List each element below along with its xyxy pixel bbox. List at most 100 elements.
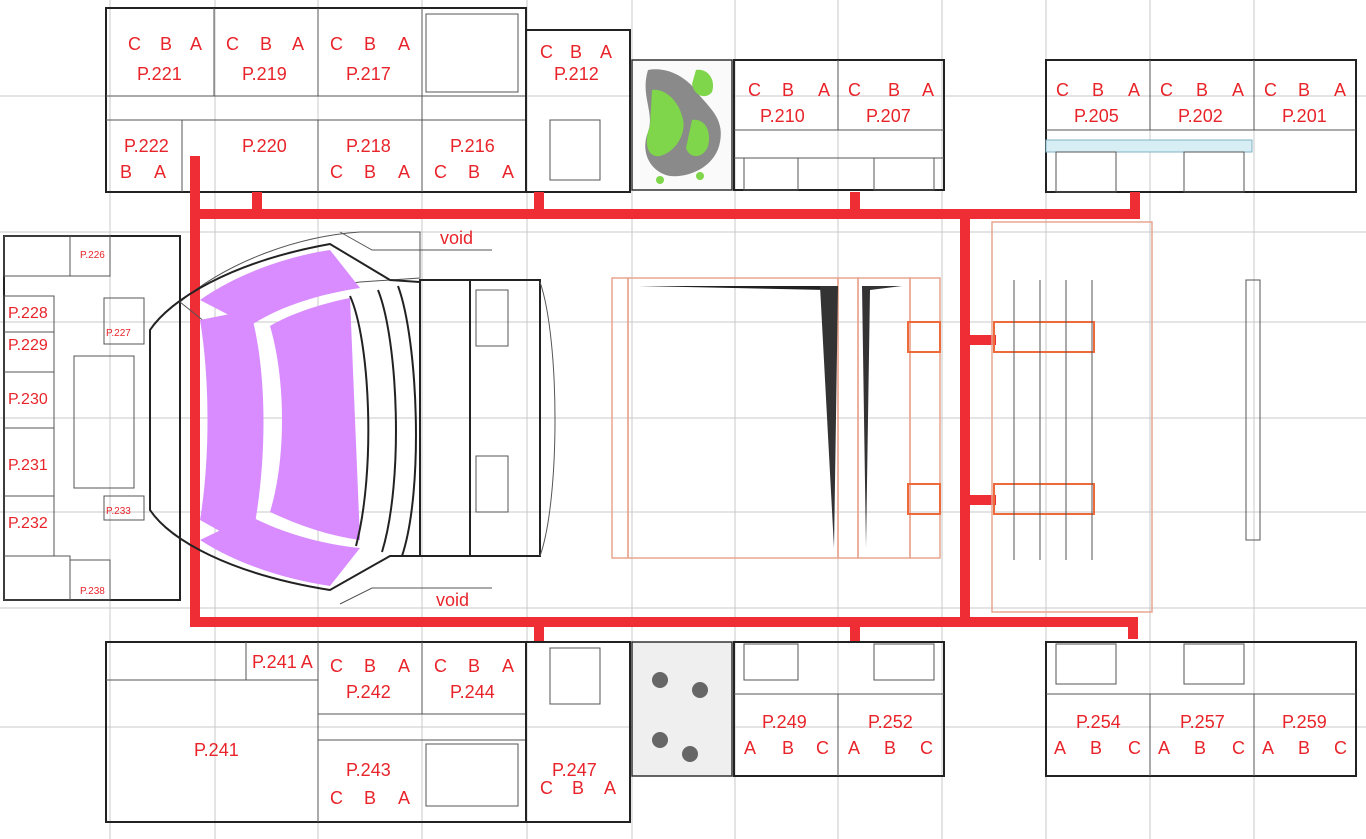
room-p226: P.226 xyxy=(80,250,105,261)
sub-b: B xyxy=(888,80,900,100)
room-p210: P.210 xyxy=(760,106,805,126)
room-p221: P.221 xyxy=(137,64,182,84)
sub-a: A xyxy=(1054,738,1066,758)
room-p227: P.227 xyxy=(106,328,131,339)
sub-a: A xyxy=(744,738,756,758)
sub-c: C xyxy=(816,738,829,758)
sub-a: A xyxy=(292,34,304,54)
sub-b: B xyxy=(1298,80,1310,100)
sub-a: A xyxy=(1334,80,1346,100)
sub-a: A xyxy=(1232,80,1244,100)
sub-a: A xyxy=(1158,738,1170,758)
room-p217: P.217 xyxy=(346,64,391,84)
west-wing xyxy=(3,235,181,601)
room-p202: P.202 xyxy=(1178,106,1223,126)
room-p241a: P.241 A xyxy=(252,652,313,672)
room-p222: P.222 xyxy=(124,136,169,156)
east-atrium xyxy=(907,221,1261,613)
sub-b: B xyxy=(364,788,376,808)
sub-b: B xyxy=(782,80,794,100)
auditorium xyxy=(149,231,556,605)
room-p232: P.232 xyxy=(8,515,48,532)
sub-a: A xyxy=(604,778,616,798)
sub-b: B xyxy=(468,656,480,676)
room-p228: P.228 xyxy=(8,305,48,322)
sub-b: B xyxy=(570,42,582,62)
sub-c: C xyxy=(226,34,239,54)
sub-a: A xyxy=(154,162,166,182)
sub-c: C xyxy=(1160,80,1173,100)
room-p230: P.230 xyxy=(8,391,48,408)
sub-a: A xyxy=(502,656,514,676)
room-p201: P.201 xyxy=(1282,106,1327,126)
courtyard-garden xyxy=(631,59,733,191)
room-p220: P.220 xyxy=(242,136,287,156)
room-p241: P.241 xyxy=(194,740,239,760)
top-wing-center xyxy=(525,29,631,193)
sub-c: C xyxy=(128,34,141,54)
room-p205: P.205 xyxy=(1074,106,1119,126)
bottom-wing-mid xyxy=(733,641,945,777)
room-p212: P.212 xyxy=(554,64,599,84)
bottom-wing-east xyxy=(1045,641,1357,777)
sub-b: B xyxy=(364,162,376,182)
room-p259: P.259 xyxy=(1282,712,1327,732)
room-p231: P.231 xyxy=(8,457,48,474)
sub-a: A xyxy=(190,34,202,54)
sub-a: A xyxy=(600,42,612,62)
room-p242: P.242 xyxy=(346,682,391,702)
room-p219: P.219 xyxy=(242,64,287,84)
sub-c: C xyxy=(748,80,761,100)
sub-c: C xyxy=(434,656,447,676)
labels-bottom: void P.241 A C B A P.242 C B A P.244 P.2… xyxy=(194,590,1347,808)
sub-b: B xyxy=(120,162,132,182)
top-wing-east xyxy=(1045,59,1357,193)
room-p247: P.247 xyxy=(552,760,597,780)
room-p216: P.216 xyxy=(450,136,495,156)
sub-b: B xyxy=(468,162,480,182)
bottom-wing-west xyxy=(105,641,527,823)
room-p243: P.243 xyxy=(346,760,391,780)
sub-b: B xyxy=(1298,738,1310,758)
sub-b: B xyxy=(364,34,376,54)
bottom-wing-center xyxy=(525,641,631,823)
sub-c: C xyxy=(1264,80,1277,100)
sub-b: B xyxy=(1090,738,1102,758)
room-p244: P.244 xyxy=(450,682,495,702)
sub-c: C xyxy=(434,162,447,182)
void-top-label: void xyxy=(440,228,473,248)
sub-b: B xyxy=(782,738,794,758)
sub-a: A xyxy=(398,34,410,54)
main-corridor xyxy=(190,156,1140,642)
sub-a: A xyxy=(502,162,514,182)
sub-c: C xyxy=(920,738,933,758)
top-wing-mid xyxy=(733,59,945,191)
sub-c: C xyxy=(330,656,343,676)
room-p257: P.257 xyxy=(1180,712,1225,732)
room-p252: P.252 xyxy=(868,712,913,732)
labels-top: C B A P.221 C B A P.219 C B A P.217 C B … xyxy=(120,34,1346,248)
sub-a: A xyxy=(398,788,410,808)
sub-c: C xyxy=(1232,738,1245,758)
labels-west: P.226 P.228 P.227 P.229 P.230 P.231 P.23… xyxy=(8,250,131,597)
sub-c: C xyxy=(1056,80,1069,100)
room-p207: P.207 xyxy=(866,106,911,126)
sub-c: C xyxy=(540,42,553,62)
sub-a: A xyxy=(1262,738,1274,758)
sub-a: A xyxy=(922,80,934,100)
sub-b: B xyxy=(884,738,896,758)
sub-c: C xyxy=(848,80,861,100)
room-p254: P.254 xyxy=(1076,712,1121,732)
sub-c: C xyxy=(330,788,343,808)
sub-c: C xyxy=(330,34,343,54)
room-p249: P.249 xyxy=(762,712,807,732)
sub-b: B xyxy=(1092,80,1104,100)
sub-a: A xyxy=(818,80,830,100)
void-bottom-label: void xyxy=(436,590,469,610)
sub-b: B xyxy=(1196,80,1208,100)
sub-a: A xyxy=(398,162,410,182)
room-p238: P.238 xyxy=(80,586,105,597)
sub-c: C xyxy=(540,778,553,798)
room-p229: P.229 xyxy=(8,337,48,354)
sub-a: A xyxy=(398,656,410,676)
